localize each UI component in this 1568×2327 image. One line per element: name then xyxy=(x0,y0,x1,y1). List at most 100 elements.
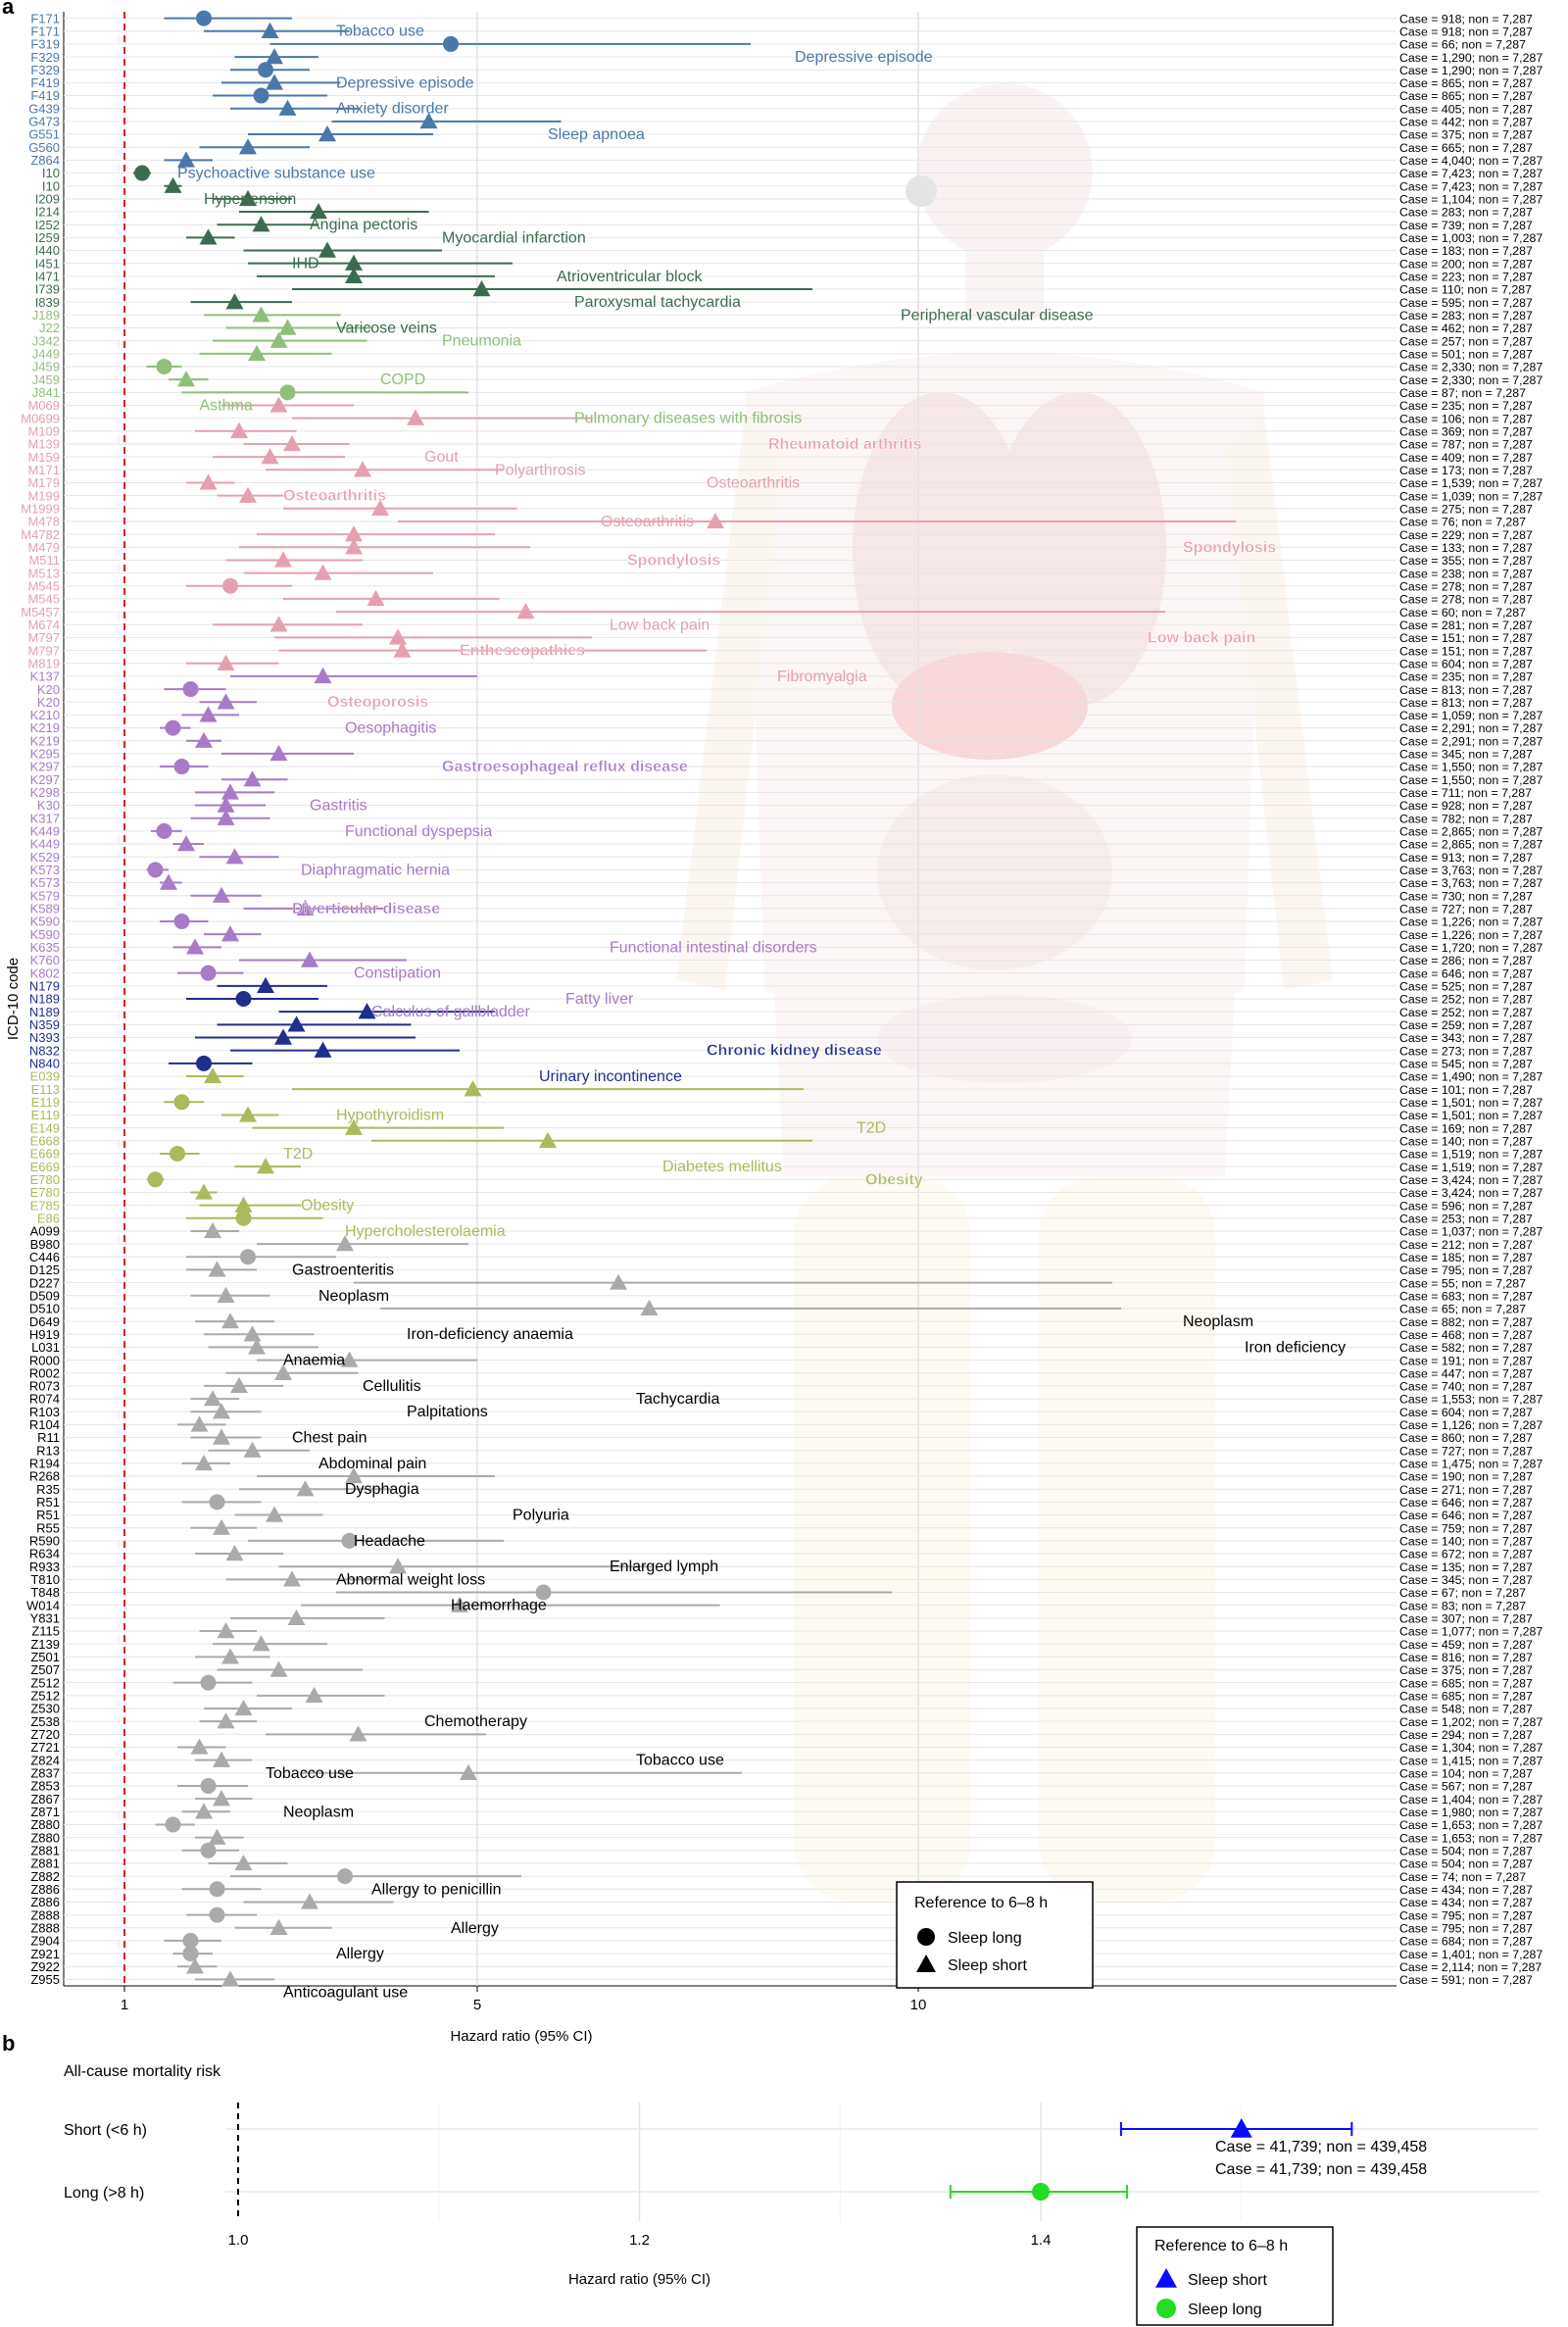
icd-code-label: R103 xyxy=(29,1405,60,1419)
point-sleep-short xyxy=(195,731,213,748)
icd-code-label: M1999 xyxy=(21,501,60,516)
icd-code-label: M171 xyxy=(27,463,60,477)
point-sleep-short xyxy=(371,499,389,516)
body-illustration xyxy=(676,83,1333,1902)
point-sleep-short xyxy=(367,589,385,607)
case-count-label: Case = 1,077; non = 7,287 xyxy=(1399,1625,1543,1639)
case-count-label: Case = 591; non = 7,287 xyxy=(1399,1973,1533,1987)
icd-code-label: Z871 xyxy=(30,1805,60,1819)
point-sleep-long xyxy=(165,1816,181,1833)
disease-annotation: Varicose veins xyxy=(336,321,437,337)
panel-a-label: a xyxy=(2,0,15,19)
case-count-label: Case = 173; non = 7,287 xyxy=(1399,464,1533,477)
point-sleep-short xyxy=(336,1235,354,1252)
category-label: Long (>8 h) xyxy=(64,2185,144,2202)
point-sleep-long xyxy=(443,35,459,52)
legend-circle-icon xyxy=(917,1928,935,1946)
case-count-label: Case = 253; non = 7,287 xyxy=(1399,1212,1533,1225)
point-sleep-short xyxy=(204,1390,221,1407)
icd-code-label: Z881 xyxy=(30,1843,60,1857)
case-count-label: Case = 355; non = 7,287 xyxy=(1399,554,1533,568)
case-count-label: Case = 1,501; non = 7,287 xyxy=(1399,1109,1543,1122)
icd-code-label: Y831 xyxy=(30,1611,60,1626)
case-count-label: Case = 860; non = 7,287 xyxy=(1399,1431,1533,1445)
icd-code-label: B980 xyxy=(30,1237,60,1252)
disease-annotation: Anxiety disorder xyxy=(336,101,449,118)
icd-code-label: J459 xyxy=(32,372,60,387)
icd-code-label: E039 xyxy=(30,1069,60,1084)
icd-code-label: F171 xyxy=(30,24,60,38)
case-count-label: Case = 1,226; non = 7,287 xyxy=(1399,916,1543,929)
point-sleep-short xyxy=(208,1828,226,1845)
icd-code-label: I259 xyxy=(35,230,60,245)
case-count-label: Case = 646; non = 7,287 xyxy=(1399,966,1533,980)
case-count-label: Case = 101; non = 7,287 xyxy=(1399,1083,1533,1097)
case-count-label: Case = 286; non = 7,287 xyxy=(1399,954,1533,967)
point-sleep-long xyxy=(170,1145,185,1162)
icd-code-label: M545 xyxy=(27,578,60,593)
case-count-label: Case = 281; non = 7,287 xyxy=(1399,619,1533,632)
disease-annotation: Gout xyxy=(424,449,459,466)
icd-code-label: Z922 xyxy=(30,1959,60,1974)
icd-code-label: Z904 xyxy=(30,1934,60,1949)
disease-annotation: Polyarthrosis xyxy=(495,462,585,478)
point-sleep-short xyxy=(407,409,424,425)
y-axis-label: ICD-10 code xyxy=(5,958,22,1040)
icd-code-label: F329 xyxy=(30,63,60,77)
icd-code-label: D509 xyxy=(29,1288,60,1303)
case-count-label: Case = 235; non = 7,287 xyxy=(1399,670,1533,684)
icd-code-label: I451 xyxy=(35,256,60,271)
icd-code-label: E149 xyxy=(30,1120,60,1135)
case-count-label: Case = 684; non = 7,287 xyxy=(1399,1935,1533,1949)
case-count-label: Case = 646; non = 7,287 xyxy=(1399,1496,1533,1510)
icd-code-label: K298 xyxy=(30,785,60,800)
icd-code-label: M069 xyxy=(27,398,60,413)
x-tick-label: 10 xyxy=(910,1997,927,2013)
point-sleep-short xyxy=(257,976,274,994)
case-count-label: Case = 1,519; non = 7,287 xyxy=(1399,1148,1543,1162)
case-count-label: Case = 190; non = 7,287 xyxy=(1399,1470,1533,1484)
disease-annotation: Anaemia xyxy=(283,1353,345,1369)
legend-circle-icon xyxy=(1156,2299,1176,2318)
case-count-label: Case = 185; non = 7,287 xyxy=(1399,1251,1533,1264)
point-sleep-short xyxy=(278,319,297,335)
legend-title: Reference to 6–8 h xyxy=(914,1895,1048,1911)
icd-code-label: A099 xyxy=(30,1224,60,1239)
point-sleep-short xyxy=(283,1570,301,1587)
point-sleep-long xyxy=(147,1171,164,1188)
point-sleep-short xyxy=(266,1506,283,1522)
disease-annotation: Spondylosis xyxy=(627,552,720,569)
disease-annotation: Diabetes mellitus xyxy=(662,1159,782,1175)
point-sleep-short xyxy=(345,254,363,271)
point-sleep-short xyxy=(234,1699,253,1716)
icd-code-label: R55 xyxy=(36,1520,60,1535)
point-sleep-short xyxy=(301,951,318,967)
case-count-label: Case = 3,763; non = 7,287 xyxy=(1399,876,1543,890)
icd-code-label: D125 xyxy=(29,1263,60,1277)
case-count-label: Case = 501; non = 7,287 xyxy=(1399,348,1533,362)
case-count-label: Case = 1,003; non = 7,287 xyxy=(1399,231,1543,245)
disease-annotation: Polyuria xyxy=(513,1508,569,1524)
point-sleep-short xyxy=(248,344,266,362)
disease-annotation: Myocardial infarction xyxy=(442,229,586,246)
icd-code-label: Z720 xyxy=(30,1727,60,1742)
icd-code-label: G560 xyxy=(28,140,60,155)
disease-annotation: Neoplasm xyxy=(318,1288,389,1305)
point-sleep-short xyxy=(217,1622,235,1639)
icd-code-label: E780 xyxy=(30,1185,60,1200)
case-count-label: Case = 759; non = 7,287 xyxy=(1399,1521,1533,1535)
case-count-label: Case = 683; non = 7,287 xyxy=(1399,1289,1533,1303)
disease-annotation: Enlarged lymph xyxy=(610,1559,718,1575)
case-count-label: Case = 252; non = 7,287 xyxy=(1399,993,1533,1007)
category-label: Short (<6 h) xyxy=(64,2122,147,2139)
icd-code-label: N359 xyxy=(29,1017,60,1032)
point-sleep-long xyxy=(173,1094,190,1111)
case-count-label: Case = 816; non = 7,287 xyxy=(1399,1651,1533,1664)
case-count-label: Case = 1,401; non = 7,287 xyxy=(1399,1948,1543,1961)
case-count-label: Case = 41,739; non = 439,458 xyxy=(1215,2161,1427,2178)
point-sleep-short xyxy=(270,331,288,348)
icd-code-label: D649 xyxy=(29,1314,60,1329)
disease-annotation: Diverticular disease xyxy=(292,901,440,917)
point-sleep-long xyxy=(147,862,164,878)
point-sleep-short xyxy=(287,1015,306,1032)
